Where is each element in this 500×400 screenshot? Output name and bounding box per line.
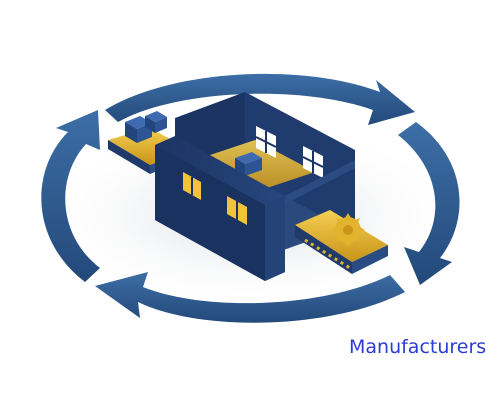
arrow-left-icon <box>41 110 100 282</box>
arrow-bottom-icon <box>95 272 405 323</box>
window-icon <box>302 146 324 178</box>
box-icon <box>145 111 167 133</box>
factory-building-icon <box>155 92 355 281</box>
window-icon <box>255 126 277 158</box>
caption-label: Manufacturers <box>349 336 487 358</box>
right-conveyor-icon <box>295 210 388 274</box>
window-icon <box>227 196 247 225</box>
arrow-top-icon <box>105 73 415 125</box>
arrow-right-icon <box>398 122 460 285</box>
gear-icon <box>331 213 365 247</box>
window-icon <box>183 172 201 200</box>
circular-arrow-cycle-icon <box>41 73 460 323</box>
roller-icon <box>304 238 351 270</box>
